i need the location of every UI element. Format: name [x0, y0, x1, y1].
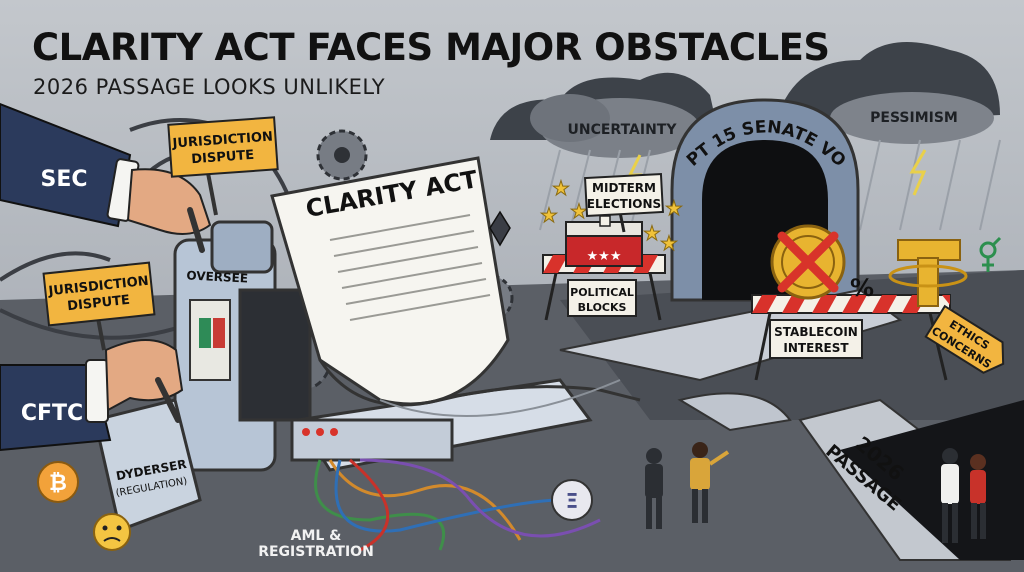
star-icon: ★ [540, 203, 558, 227]
bitcoin-icon: ₿ [37, 461, 79, 503]
jurisdiction-sign-left: JURISDICTION DISPUTE [42, 261, 156, 351]
wires-label: AML & REGISTRATION [258, 528, 374, 560]
midterm-elections-sign: MIDTERM ELECTIONS [584, 172, 664, 233]
cftc-label: CFTC [21, 401, 83, 426]
subheadline: 2026 PASSAGE LOOKS UNLIKELY [33, 75, 386, 99]
road-fragment [677, 392, 792, 432]
pessimism-label: PESSIMISM [870, 110, 958, 126]
headline: CLARITY ACT FACES MAJOR OBSTACLES [32, 26, 830, 69]
worried-face-icon [93, 513, 131, 551]
onlookers-left [645, 442, 730, 529]
stablecoin-line-2: INTEREST [783, 341, 849, 355]
clarity-act-document: CLARITY ACT [270, 156, 641, 417]
wires-label-line-1: AML & [291, 528, 342, 544]
jurisdiction-top-line-2: DISPUTE [191, 148, 255, 167]
ethereum-coin-icon: Ξ [551, 479, 593, 521]
gender-icon [979, 236, 1002, 272]
ethereum-diamond-icon [489, 210, 511, 247]
political-line-2: BLOCKS [578, 301, 627, 314]
pessimism-cloud [830, 92, 994, 144]
star-icon: ★ [552, 176, 570, 200]
uncertainty-cloud-puff [530, 94, 610, 142]
storm-clouds: UNCERTAINTY PESSIMISM [490, 42, 1001, 231]
tether-icon [888, 239, 968, 307]
banned-interest-coin: % [770, 224, 874, 302]
sec-label: SEC [40, 167, 87, 192]
star-icon: ★ [660, 231, 678, 255]
bitcoin-symbol: ₿ [49, 471, 67, 496]
chasm [840, 400, 1024, 560]
jurisdiction-top-line-1: JURISDICTION [171, 130, 273, 152]
onlookers-right [941, 448, 986, 543]
midterm-line-1: MIDTERM [592, 181, 656, 195]
ethereum-symbol: Ξ [566, 489, 579, 513]
jurisdiction-sign-top: JURISDICTION DISPUTE [167, 116, 279, 216]
sec-arm: SEC [0, 102, 212, 253]
ballot-stars: ★★★ [587, 249, 622, 264]
political-line-1: POLITICAL [570, 286, 634, 299]
percent-symbol: % [850, 274, 874, 302]
tangled-wires [314, 458, 601, 552]
ballot-box: ★★★ [565, 215, 643, 267]
political-blocks-sign: POLITICAL BLOCKS [567, 279, 637, 317]
star-icon: ★ [665, 196, 683, 220]
midterm-line-2: ELECTIONS [587, 197, 661, 211]
cftc-arm: CFTC [0, 339, 184, 452]
stablecoin-interest-sign: STABLECOIN INTEREST [769, 319, 863, 359]
uncertainty-label: UNCERTAINTY [568, 122, 678, 138]
lightning-bolt-icon [909, 149, 927, 196]
star-icon: ★ [643, 221, 661, 245]
oversee-label: OVERSEE [186, 268, 248, 285]
wires-label-line-2: REGISTRATION [258, 544, 374, 560]
stablecoin-line-1: STABLECOIN [774, 325, 858, 339]
jurisdiction-left-line-2: DISPUTE [67, 293, 131, 314]
regulation-machine: OVERSEE DYDERSER (REGULATION) [93, 220, 593, 533]
election-stars: ★ ★ ★ ★ ★ ★ [540, 176, 684, 256]
star-icon: ★ [570, 199, 588, 223]
